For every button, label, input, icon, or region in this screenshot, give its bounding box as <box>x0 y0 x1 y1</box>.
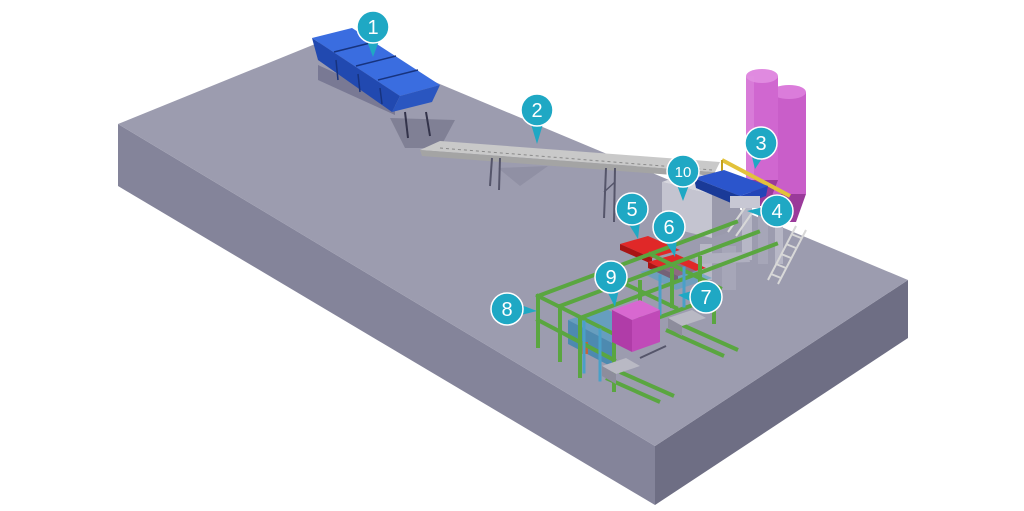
marker-5-label: 5 <box>626 199 637 221</box>
platform-front-face <box>655 280 908 505</box>
callout-markers: 1 2 3 4 5 6 7 <box>356 10 794 326</box>
magenta-unit <box>612 300 660 352</box>
marker-3: 3 <box>744 126 778 169</box>
ground-platform <box>118 38 908 505</box>
marker-2: 2 <box>520 93 554 144</box>
marker-6-label: 6 <box>663 217 674 239</box>
marker-5: 5 <box>615 192 649 239</box>
marker-7-label: 7 <box>700 287 711 309</box>
blue-mixer <box>694 170 768 208</box>
marker-7: 7 <box>678 280 723 314</box>
marker-9-label: 9 <box>605 267 616 289</box>
marker-4-label: 4 <box>771 201 782 223</box>
marker-6: 6 <box>652 210 686 257</box>
inclined-conveyor <box>420 141 720 223</box>
access-stairs <box>727 205 807 285</box>
marker-1-label: 1 <box>367 17 378 39</box>
marker-8: 8 <box>490 292 537 326</box>
marker-8-label: 8 <box>501 299 512 321</box>
marker-10-label: 10 <box>675 164 692 181</box>
aggregate-bins <box>312 28 455 148</box>
platform-top-face <box>118 38 908 446</box>
outfeed-conveyors <box>602 310 739 404</box>
marker-4: 4 <box>747 194 794 228</box>
marker-1: 1 <box>356 10 390 57</box>
platform-left-face <box>118 124 655 505</box>
marker-3-label: 3 <box>755 133 766 155</box>
marker-10: 10 <box>666 154 700 201</box>
marker-9: 9 <box>594 260 628 307</box>
marker-2-label: 2 <box>531 100 542 122</box>
screw-conveyor <box>721 158 791 198</box>
